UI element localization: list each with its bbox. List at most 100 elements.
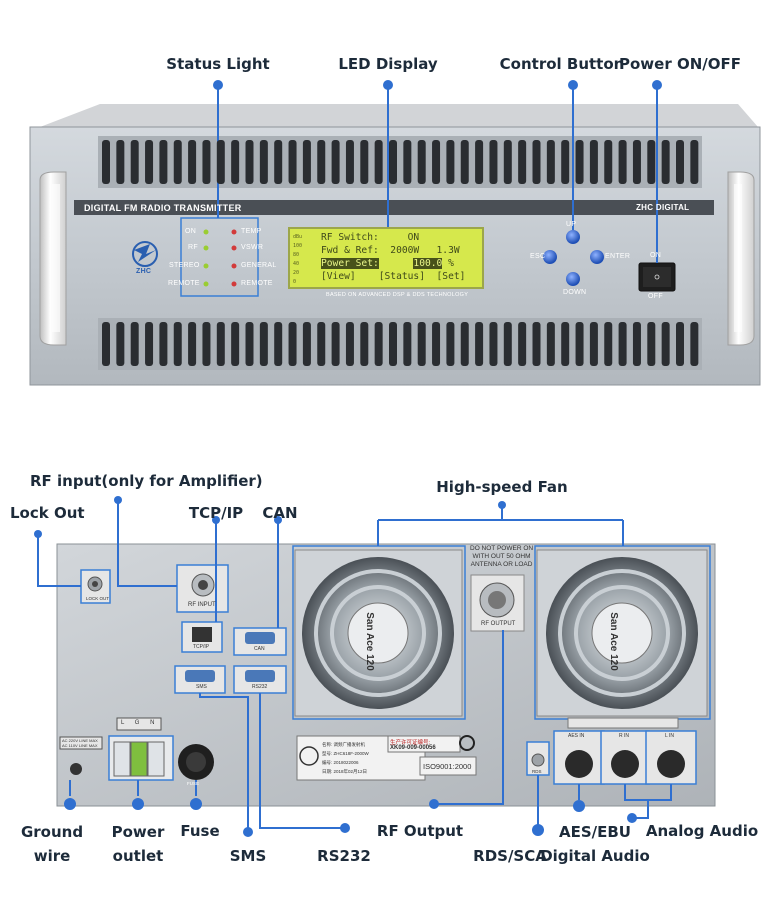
fan-left-text: San Ace 120 — [363, 612, 375, 671]
vent-slot — [188, 140, 197, 184]
fan-left — [294, 549, 463, 717]
vent-slot — [532, 140, 541, 184]
led-general — [231, 263, 237, 269]
label-can: CAN — [262, 504, 298, 522]
vent-slot — [116, 140, 125, 184]
vent-slot — [403, 140, 412, 184]
front-top-lid — [40, 104, 758, 127]
iso-text: ISO9001:2000 — [423, 762, 472, 771]
vent-slot — [489, 140, 498, 184]
status-leds — [203, 229, 237, 287]
vent-slot — [575, 322, 584, 366]
front-handle-right — [727, 171, 755, 346]
vent-slot — [561, 322, 570, 366]
led-temp — [231, 229, 237, 235]
vent-slot — [374, 140, 383, 184]
vent-slot — [116, 322, 125, 366]
logo-text: ZHC — [136, 268, 152, 275]
vent-slot — [460, 140, 469, 184]
vent-slot — [331, 140, 340, 184]
label-rs232: RS232 — [317, 847, 371, 865]
led-rf — [203, 245, 209, 251]
vent-slot — [417, 140, 426, 184]
vent-slot — [604, 140, 613, 184]
up-button — [566, 230, 580, 244]
front-top-vents — [98, 136, 702, 188]
aes-in-text: AES IN — [568, 733, 585, 739]
vent-slot — [546, 322, 555, 366]
vent-slot — [475, 322, 484, 366]
vent-slot — [518, 322, 527, 366]
lcd-row-power-set: Power Set: 100.0 % — [321, 258, 454, 269]
vent-slot — [173, 322, 182, 366]
vent-slot — [302, 140, 311, 184]
label-lock-out: Lock Out — [10, 504, 85, 522]
vent-slot — [546, 140, 555, 184]
vent-slot — [432, 322, 441, 366]
vent-slot — [460, 322, 469, 366]
enter-button-label: ENTER — [605, 253, 631, 260]
label-fuse: Fuse — [180, 822, 220, 840]
vent-slot — [503, 140, 512, 184]
rds-text: RDS — [532, 769, 542, 774]
vent-slot — [159, 322, 168, 366]
fuse-holder — [178, 744, 214, 780]
vent-slot — [417, 322, 426, 366]
vent-slot — [317, 140, 326, 184]
label-analog-audio: Analog Audio — [645, 822, 759, 840]
led-label-remote: REMOTE — [168, 280, 200, 287]
lcd-row-menu: [View] [Status] [Set] — [321, 271, 466, 282]
rf-input-text: RF INPUT — [188, 602, 216, 608]
vent-slot — [159, 140, 168, 184]
vent-slot — [288, 322, 297, 366]
vent-slot — [432, 140, 441, 184]
back-callouts — [37, 500, 672, 829]
label-rf-input: RF input(only for Amplifier) — [30, 472, 263, 490]
front-bottom-vents — [98, 318, 702, 370]
fuse-text: FUSE — [187, 781, 200, 786]
vent-slot — [259, 322, 268, 366]
vent-slot — [216, 140, 225, 184]
vent-slot — [647, 140, 656, 184]
vent-slot — [188, 322, 197, 366]
power-outlet — [108, 717, 174, 781]
vent-slot — [632, 322, 641, 366]
led-label-on: ON — [185, 228, 197, 235]
vent-slot — [102, 322, 110, 366]
rs232-text: RS232 — [252, 684, 268, 690]
vent-slot — [589, 322, 598, 366]
back-callout-dots — [34, 496, 637, 837]
vent-slot — [632, 140, 641, 184]
vent-slot — [690, 322, 699, 366]
label-rds-sca: RDS/SCA — [473, 847, 547, 865]
vent-slot — [216, 322, 225, 366]
lcd-footer: BASED ON ADVANCED DSP & DDS TECHNOLOGY — [326, 292, 469, 298]
up-button-label: UP — [566, 221, 577, 228]
label-power-on-off: Power ON/OFF — [619, 55, 741, 73]
lcd-row-rf-switch: RF Switch: ON — [321, 232, 420, 243]
vent-slot — [302, 322, 311, 366]
led-label-remote-fault: REMOTE — [241, 280, 273, 287]
esc-button-label: ESC — [530, 253, 546, 260]
switch-on-label: ON — [650, 252, 662, 259]
vent-slot — [145, 140, 154, 184]
vent-slot — [360, 140, 369, 184]
enter-button — [590, 250, 604, 264]
label-control-button: Control Button — [499, 55, 625, 73]
led-remote — [203, 281, 209, 287]
vent-slot — [274, 140, 283, 184]
power-switch — [638, 262, 676, 292]
led-label-stereo: STEREO — [169, 262, 200, 269]
vent-slot — [446, 140, 455, 184]
vent-slot — [676, 322, 684, 366]
led-label-temp: TEMP — [241, 228, 262, 235]
led-label-general: GENERAL — [241, 262, 277, 269]
sms-text: SMS — [196, 684, 207, 690]
vent-slot — [532, 322, 541, 366]
